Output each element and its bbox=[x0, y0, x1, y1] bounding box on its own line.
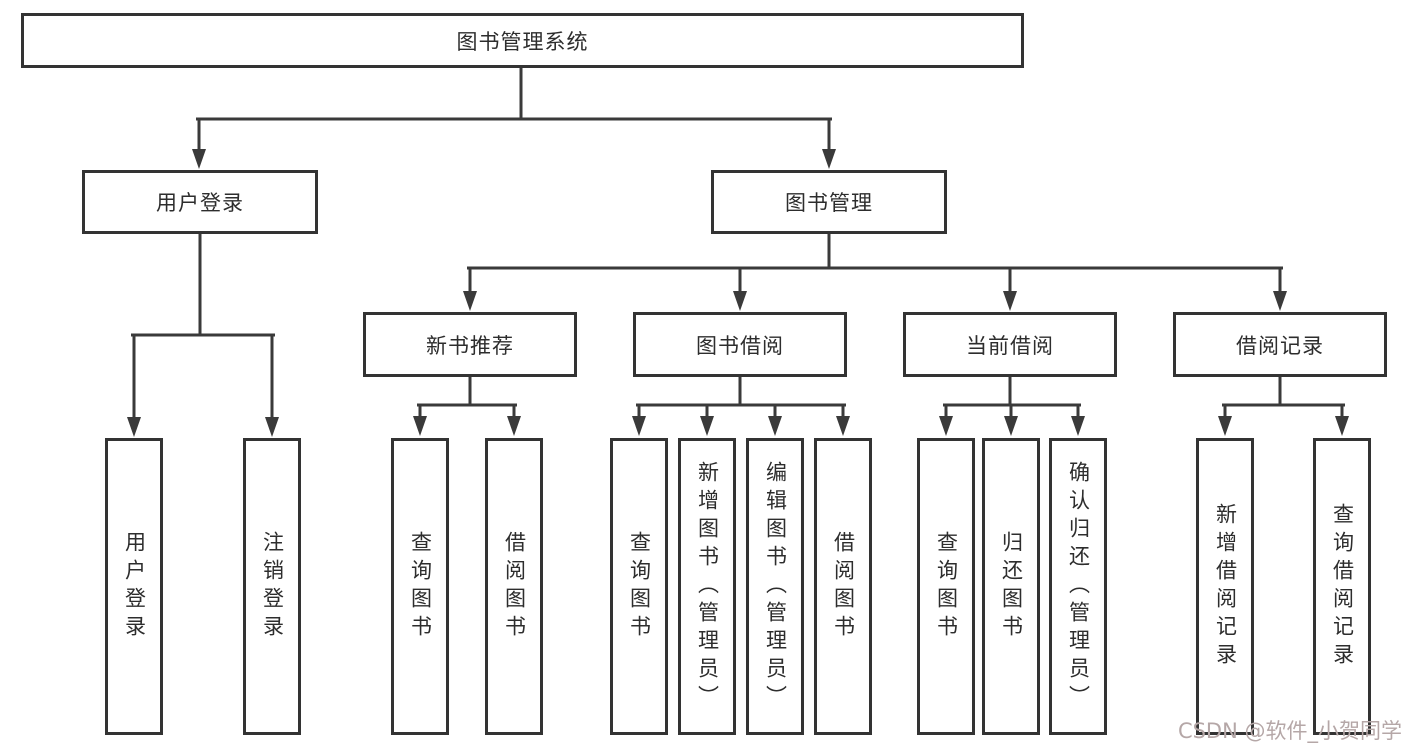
node-label: 图书管理系统 bbox=[456, 29, 589, 54]
arrow-icon bbox=[700, 416, 714, 436]
arrow-icon bbox=[507, 416, 521, 436]
node-label: 注销登录 bbox=[260, 530, 285, 643]
node-label: 确认归还（管理员） bbox=[1066, 460, 1091, 713]
node-label: 新增图书（管理员） bbox=[695, 460, 720, 713]
node-label: 查询图书 bbox=[408, 530, 433, 643]
arrow-icon bbox=[733, 291, 747, 311]
arrow-icon bbox=[192, 149, 206, 169]
node-br-add-record: 新增借阅记录 bbox=[1196, 438, 1254, 735]
node-logout: 注销登录 bbox=[243, 438, 301, 735]
arrow-icon bbox=[822, 149, 836, 169]
node-label: 编辑图书（管理员） bbox=[763, 460, 788, 713]
node-cb-confirm-return-admin: 确认归还（管理员） bbox=[1049, 438, 1107, 735]
node-book-management: 图书管理 bbox=[711, 170, 947, 234]
arrow-icon bbox=[1218, 416, 1232, 436]
node-cb-return-books: 归还图书 bbox=[982, 438, 1040, 735]
node-br-query-record: 查询借阅记录 bbox=[1313, 438, 1371, 735]
arrowheads bbox=[127, 149, 1349, 437]
connector-user-login bbox=[131, 231, 275, 420]
node-nb-query-books: 查询图书 bbox=[391, 438, 449, 735]
node-label: 查询图书 bbox=[934, 530, 959, 643]
connector-book-borrowing bbox=[636, 375, 846, 419]
node-bb-edit-books-admin: 编辑图书（管理员） bbox=[746, 438, 804, 735]
arrow-icon bbox=[768, 416, 782, 436]
node-new-book-recommend: 新书推荐 bbox=[363, 312, 577, 377]
node-label: 用户登录 bbox=[156, 191, 244, 215]
node-bb-borrow-books: 借阅图书 bbox=[814, 438, 872, 735]
node-label: 图书借阅 bbox=[696, 333, 784, 358]
node-label: 借阅图书 bbox=[502, 530, 527, 643]
node-label: 查询借阅记录 bbox=[1330, 502, 1355, 671]
node-borrowing-records: 借阅记录 bbox=[1173, 312, 1387, 377]
node-user-login: 用户登录 bbox=[82, 170, 318, 234]
node-label: 当前借阅 bbox=[966, 333, 1054, 358]
arrow-icon bbox=[1004, 416, 1018, 436]
node-bb-add-books-admin: 新增图书（管理员） bbox=[678, 438, 736, 735]
node-label: 查询图书 bbox=[627, 530, 652, 643]
node-label: 新书推荐 bbox=[426, 333, 514, 358]
connector-root bbox=[196, 64, 832, 152]
arrow-icon bbox=[1003, 291, 1017, 311]
connector-current-borrowing bbox=[943, 375, 1081, 419]
node-login: 用户登录 bbox=[105, 438, 163, 735]
node-label: 借阅记录 bbox=[1236, 333, 1324, 358]
node-label: 归还图书 bbox=[999, 530, 1024, 643]
arrow-icon bbox=[413, 416, 427, 436]
node-book-borrowing: 图书借阅 bbox=[633, 312, 847, 377]
arrow-icon bbox=[632, 416, 646, 436]
csdn-watermark: CSDN @软件_小贺同学 bbox=[1177, 719, 1402, 743]
arrow-icon bbox=[836, 416, 850, 436]
connector-new-book-recommend bbox=[417, 375, 517, 419]
arrow-icon bbox=[463, 291, 477, 311]
node-current-borrowing: 当前借阅 bbox=[903, 312, 1117, 377]
arrow-icon bbox=[265, 417, 279, 437]
arrow-icon bbox=[939, 416, 953, 436]
node-nb-borrow-books: 借阅图书 bbox=[485, 438, 543, 735]
connector-borrowing-records bbox=[1222, 375, 1345, 419]
arrow-icon bbox=[127, 417, 141, 437]
arrow-icon bbox=[1071, 416, 1085, 436]
node-label: 借阅图书 bbox=[831, 530, 856, 643]
node-label: 新增借阅记录 bbox=[1213, 502, 1238, 671]
node-label: 用户登录 bbox=[122, 530, 147, 643]
node-bb-query-books: 查询图书 bbox=[610, 438, 668, 735]
connector-book-management bbox=[467, 231, 1283, 294]
node-library-system: 图书管理系统 bbox=[21, 13, 1024, 68]
arrow-icon bbox=[1273, 291, 1287, 311]
node-label: 图书管理 bbox=[785, 191, 873, 215]
arrow-icon bbox=[1335, 416, 1349, 436]
node-cb-query-books: 查询图书 bbox=[917, 438, 975, 735]
